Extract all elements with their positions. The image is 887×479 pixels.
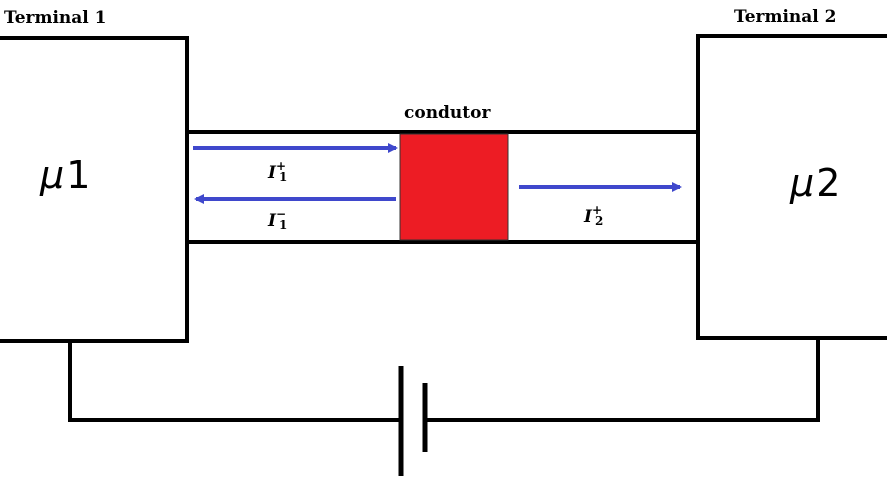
mu-1-label: μ1 — [39, 153, 90, 197]
conductor-block — [399, 133, 509, 241]
conductor-label: condutor — [404, 103, 491, 123]
current-symbol: I — [267, 211, 277, 231]
current-subscript: 1 — [279, 218, 287, 232]
current-label-i1-minus: I−1 — [267, 207, 287, 232]
mu-2-symbol: μ — [789, 161, 814, 205]
current-label-i2-plus: I+2 — [583, 203, 603, 228]
current-superscript: − — [276, 207, 286, 221]
current-subscript: 2 — [595, 214, 603, 228]
terminal-2-label: Terminal 2 — [734, 7, 837, 27]
mu-2-label: μ2 — [789, 161, 840, 205]
current-label-i1-plus: I+1 — [267, 159, 287, 184]
circuit-wire-right — [426, 338, 820, 422]
mu-2-index: 2 — [816, 161, 840, 205]
terminal-2-reservoir — [696, 34, 887, 340]
current-symbol: I — [583, 207, 593, 227]
current-superscript: + — [276, 159, 286, 173]
mu-1-symbol: μ — [39, 153, 64, 197]
current-symbol: I — [267, 163, 277, 183]
circuit-wire-left — [68, 341, 399, 422]
current-subscript: 1 — [279, 170, 287, 184]
terminal-1-label: Terminal 1 — [4, 8, 107, 28]
terminal-1-reservoir — [0, 36, 189, 343]
mu-1-index: 1 — [66, 153, 90, 197]
current-superscript: + — [592, 203, 602, 217]
